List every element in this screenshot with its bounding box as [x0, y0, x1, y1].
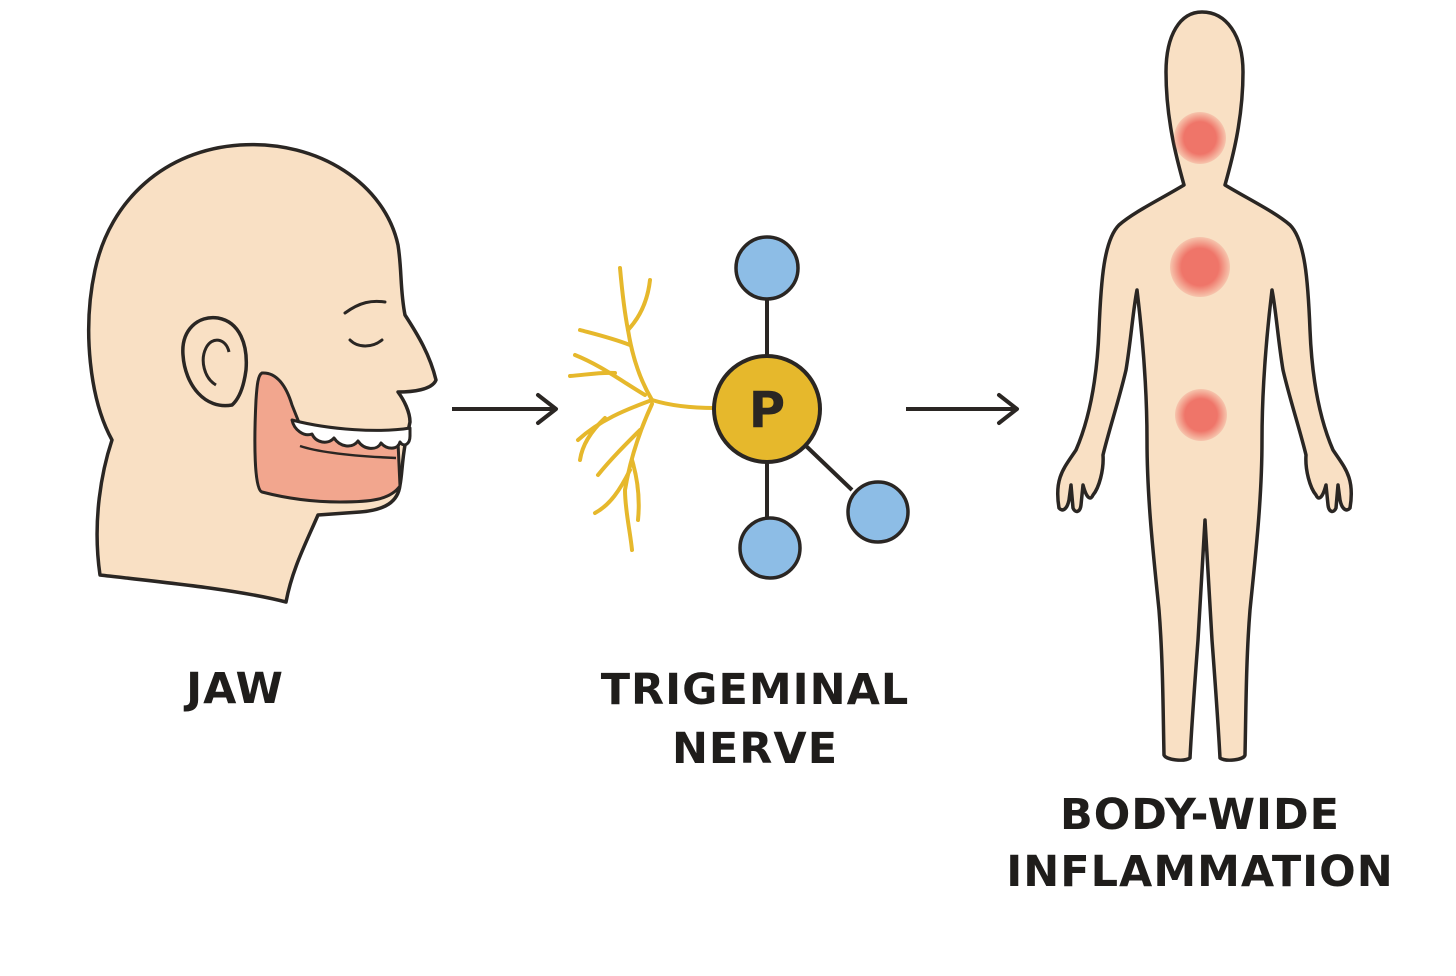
- human-body-icon: [1055, 10, 1354, 762]
- molecule-letter: P: [749, 381, 786, 439]
- teeth-lower: [299, 444, 397, 460]
- molecule-center: [712, 354, 822, 464]
- arrow-nerve-to-body: [906, 393, 1019, 425]
- molecule-node-top: [734, 235, 800, 301]
- trigeminal-nerve-branches-icon: [568, 266, 717, 552]
- closed-eye: [348, 338, 384, 348]
- head-profile-jaw-icon: [87, 142, 438, 604]
- ear-inner: [201, 338, 231, 387]
- inflammation-spot-abdomen: [1175, 389, 1227, 441]
- molecule-node-bottom: [738, 516, 802, 580]
- substance-p-molecule-icon: P: [712, 235, 910, 580]
- label-body-line1: BODY-WIDE: [1059, 790, 1341, 840]
- teeth: [290, 418, 412, 450]
- arrow-jaw-to-nerve: [452, 393, 558, 425]
- label-nerve-line2: NERVE: [671, 724, 839, 774]
- molecule-node-right: [846, 480, 910, 544]
- ear: [181, 315, 249, 408]
- label-body-wide-inflammation: BODY-WIDE INFLAMMATION: [990, 787, 1410, 901]
- label-nerve-line1: TRIGEMINAL: [600, 665, 910, 715]
- eyebrow: [343, 299, 387, 315]
- label-trigeminal-nerve: TRIGEMINAL NERVE: [590, 661, 920, 779]
- label-jaw-text: JAW: [186, 664, 284, 714]
- body-silhouette: [1055, 10, 1354, 762]
- inflammation-spot-head: [1174, 112, 1226, 164]
- label-body-line2: INFLAMMATION: [1006, 847, 1394, 897]
- inflammation-spot-chest: [1170, 237, 1230, 297]
- label-jaw: JAW: [135, 661, 335, 717]
